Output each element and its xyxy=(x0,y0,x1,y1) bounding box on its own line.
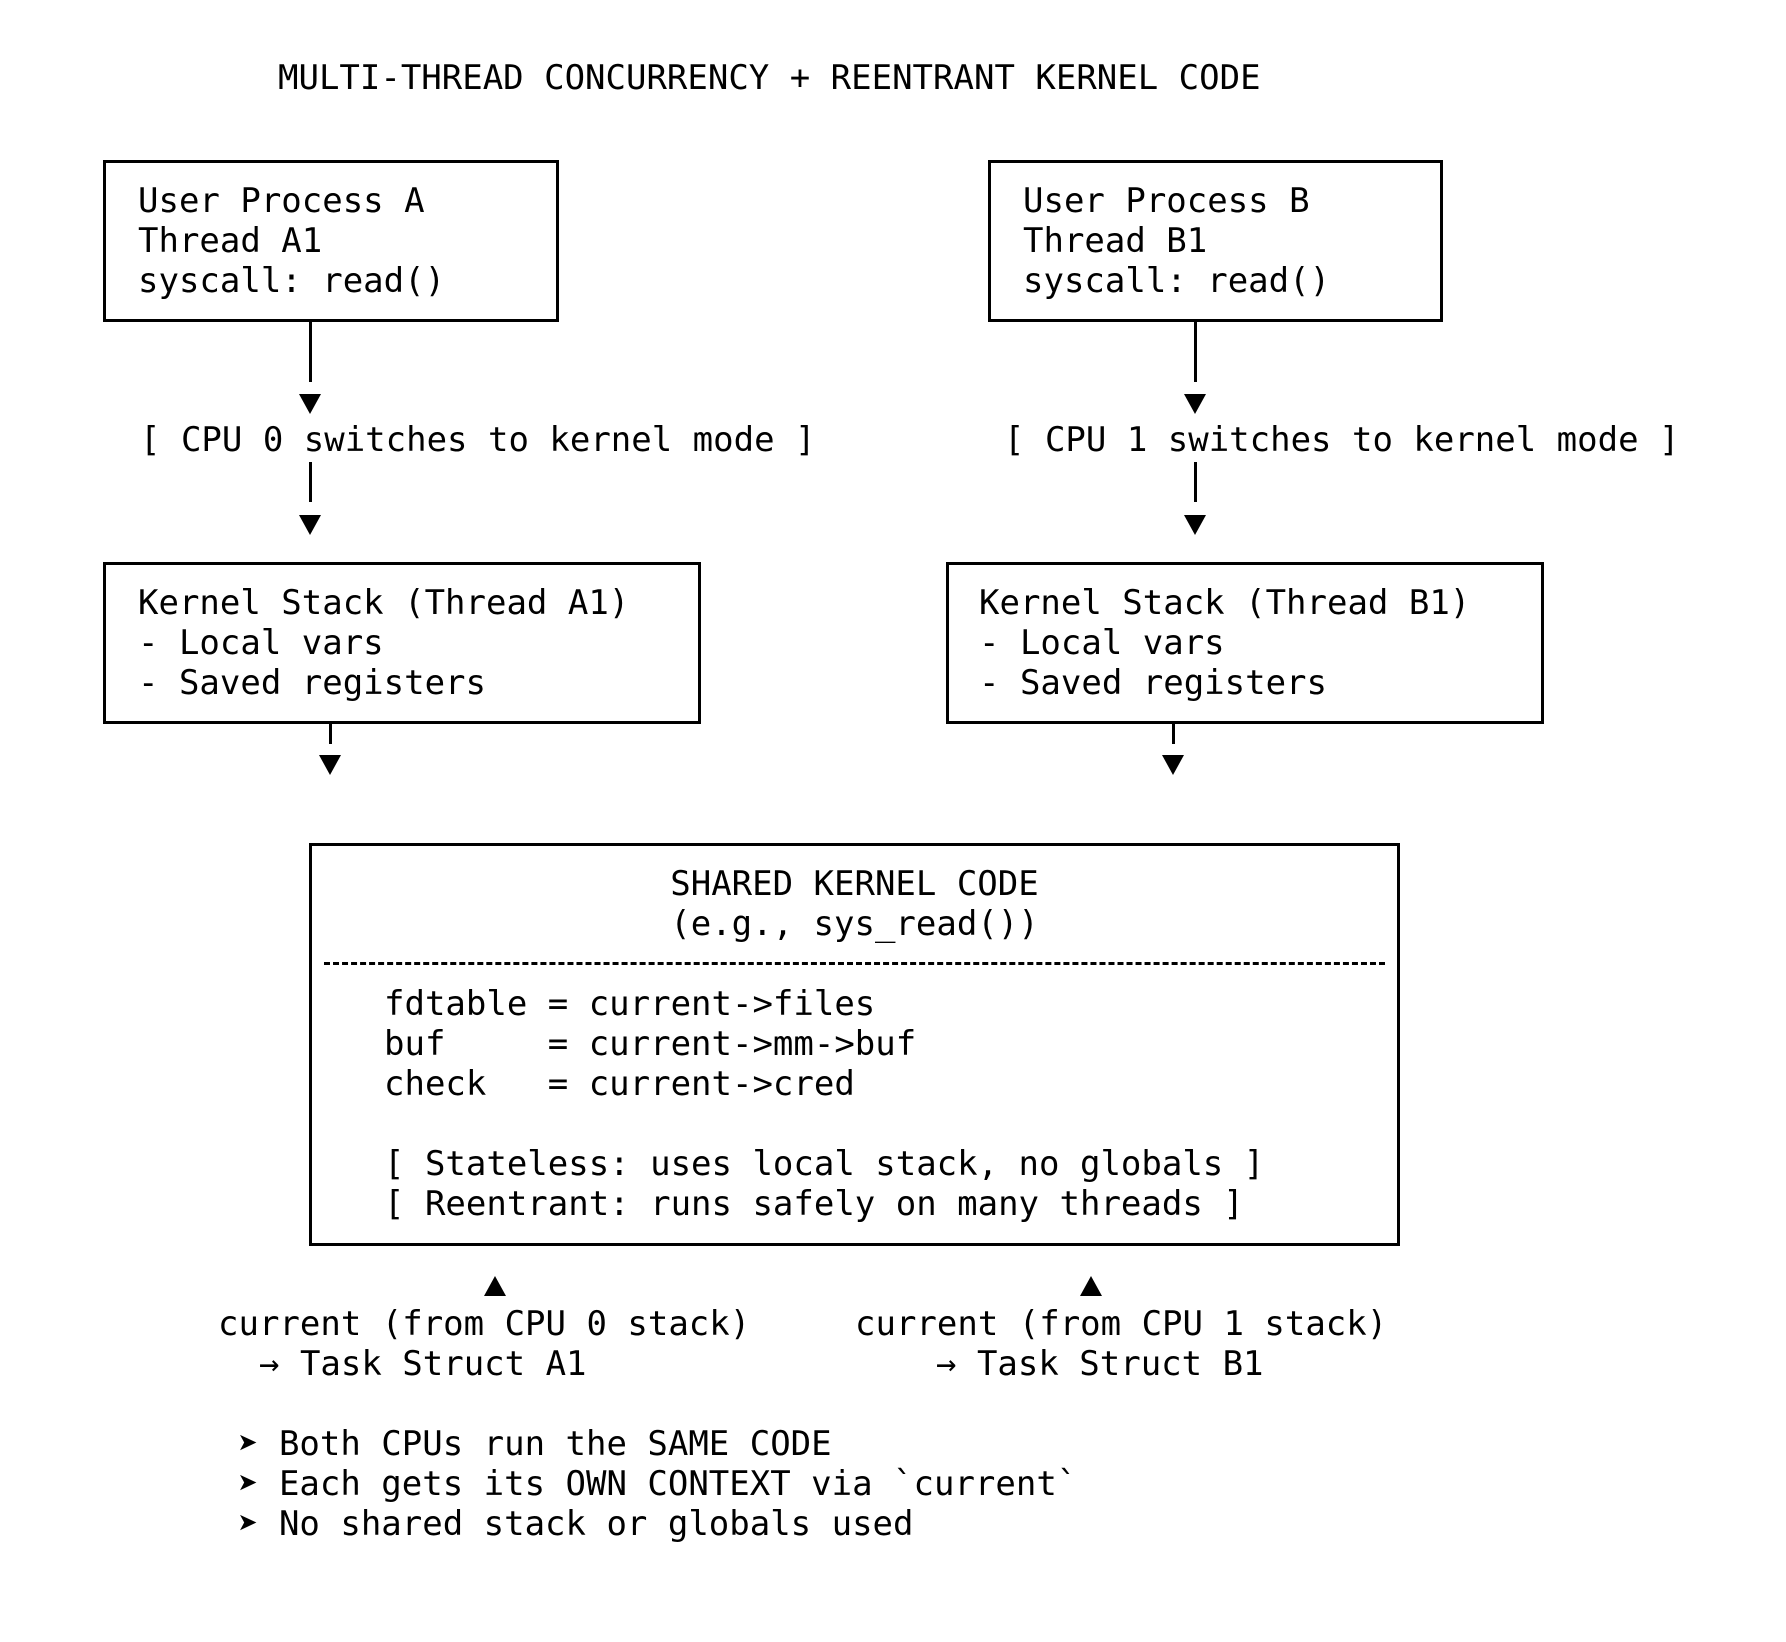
user-process-b-box: User Process B Thread B1 syscall: read() xyxy=(988,160,1443,322)
process-b-name: User Process B xyxy=(1023,181,1310,221)
arrow-a-middle-shaft xyxy=(309,462,312,502)
arrow-a-upper-shaft xyxy=(309,322,312,382)
code-line-check: check = current->cred xyxy=(384,1064,855,1104)
code-line-fdtable: fdtable = current->files xyxy=(384,984,876,1024)
note-reentrant: [ Reentrant: runs safely on many threads… xyxy=(384,1184,1244,1224)
kstack-b-local-vars: - Local vars xyxy=(979,623,1225,663)
current-cpu0-label: current (from CPU 0 stack) xyxy=(218,1304,751,1344)
shared-kernel-code-box: SHARED KERNEL CODE (e.g., sys_read()) fd… xyxy=(309,843,1400,1246)
process-a-name: User Process A xyxy=(138,181,425,221)
arrow-b-middle-head xyxy=(1184,515,1206,535)
process-b-thread: Thread B1 xyxy=(1023,221,1208,261)
shared-code-divider xyxy=(324,962,1385,965)
kstack-a-local-vars: - Local vars xyxy=(138,623,384,663)
cpu0-switch-label: [ CPU 0 switches to kernel mode ] xyxy=(140,420,816,460)
arrow-a-upper-head xyxy=(299,394,321,414)
kstack-b-title: Kernel Stack (Thread B1) xyxy=(979,583,1471,623)
note-stateless: [ Stateless: uses local stack, no global… xyxy=(384,1144,1265,1184)
arrow-b-middle-shaft xyxy=(1194,462,1197,502)
shared-code-example: (e.g., sys_read()) xyxy=(670,904,1039,944)
bullet-own-context: ➤ Each gets its OWN CONTEXT via `current… xyxy=(238,1464,1078,1504)
arrow-a-lower-head xyxy=(319,755,341,775)
process-a-thread: Thread A1 xyxy=(138,221,323,261)
arrow-up-cpu1 xyxy=(1080,1276,1102,1296)
bullet-no-shared-stack: ➤ No shared stack or globals used xyxy=(238,1504,914,1544)
arrow-b-upper-head xyxy=(1184,394,1206,414)
kstack-a-saved-registers: - Saved registers xyxy=(138,663,486,703)
kernel-stack-a-box: Kernel Stack (Thread A1) - Local vars - … xyxy=(103,562,701,724)
kstack-b-saved-registers: - Saved registers xyxy=(979,663,1327,703)
arrow-up-cpu0 xyxy=(484,1276,506,1296)
task-struct-b1-label: → Task Struct B1 xyxy=(936,1344,1264,1384)
cpu1-switch-label: [ CPU 1 switches to kernel mode ] xyxy=(1004,420,1680,460)
diagram-title: MULTI-THREAD CONCURRENCY + REENTRANT KER… xyxy=(278,58,1261,98)
arrow-b-lower-head xyxy=(1162,755,1184,775)
bullet-same-code: ➤ Both CPUs run the SAME CODE xyxy=(238,1424,832,1464)
user-process-a-box: User Process A Thread A1 syscall: read() xyxy=(103,160,559,322)
task-struct-a1-label: → Task Struct A1 xyxy=(259,1344,587,1384)
current-cpu1-label: current (from CPU 1 stack) xyxy=(855,1304,1388,1344)
arrow-a-lower-shaft xyxy=(329,724,332,744)
shared-code-title: SHARED KERNEL CODE xyxy=(670,864,1039,904)
arrow-b-upper-shaft xyxy=(1194,322,1197,382)
arrow-b-lower-shaft xyxy=(1172,724,1175,744)
code-line-buf: buf = current->mm->buf xyxy=(384,1024,917,1064)
process-b-syscall: syscall: read() xyxy=(1023,261,1331,301)
arrow-a-middle-head xyxy=(299,515,321,535)
process-a-syscall: syscall: read() xyxy=(138,261,446,301)
kernel-stack-b-box: Kernel Stack (Thread B1) - Local vars - … xyxy=(946,562,1544,724)
kstack-a-title: Kernel Stack (Thread A1) xyxy=(138,583,630,623)
